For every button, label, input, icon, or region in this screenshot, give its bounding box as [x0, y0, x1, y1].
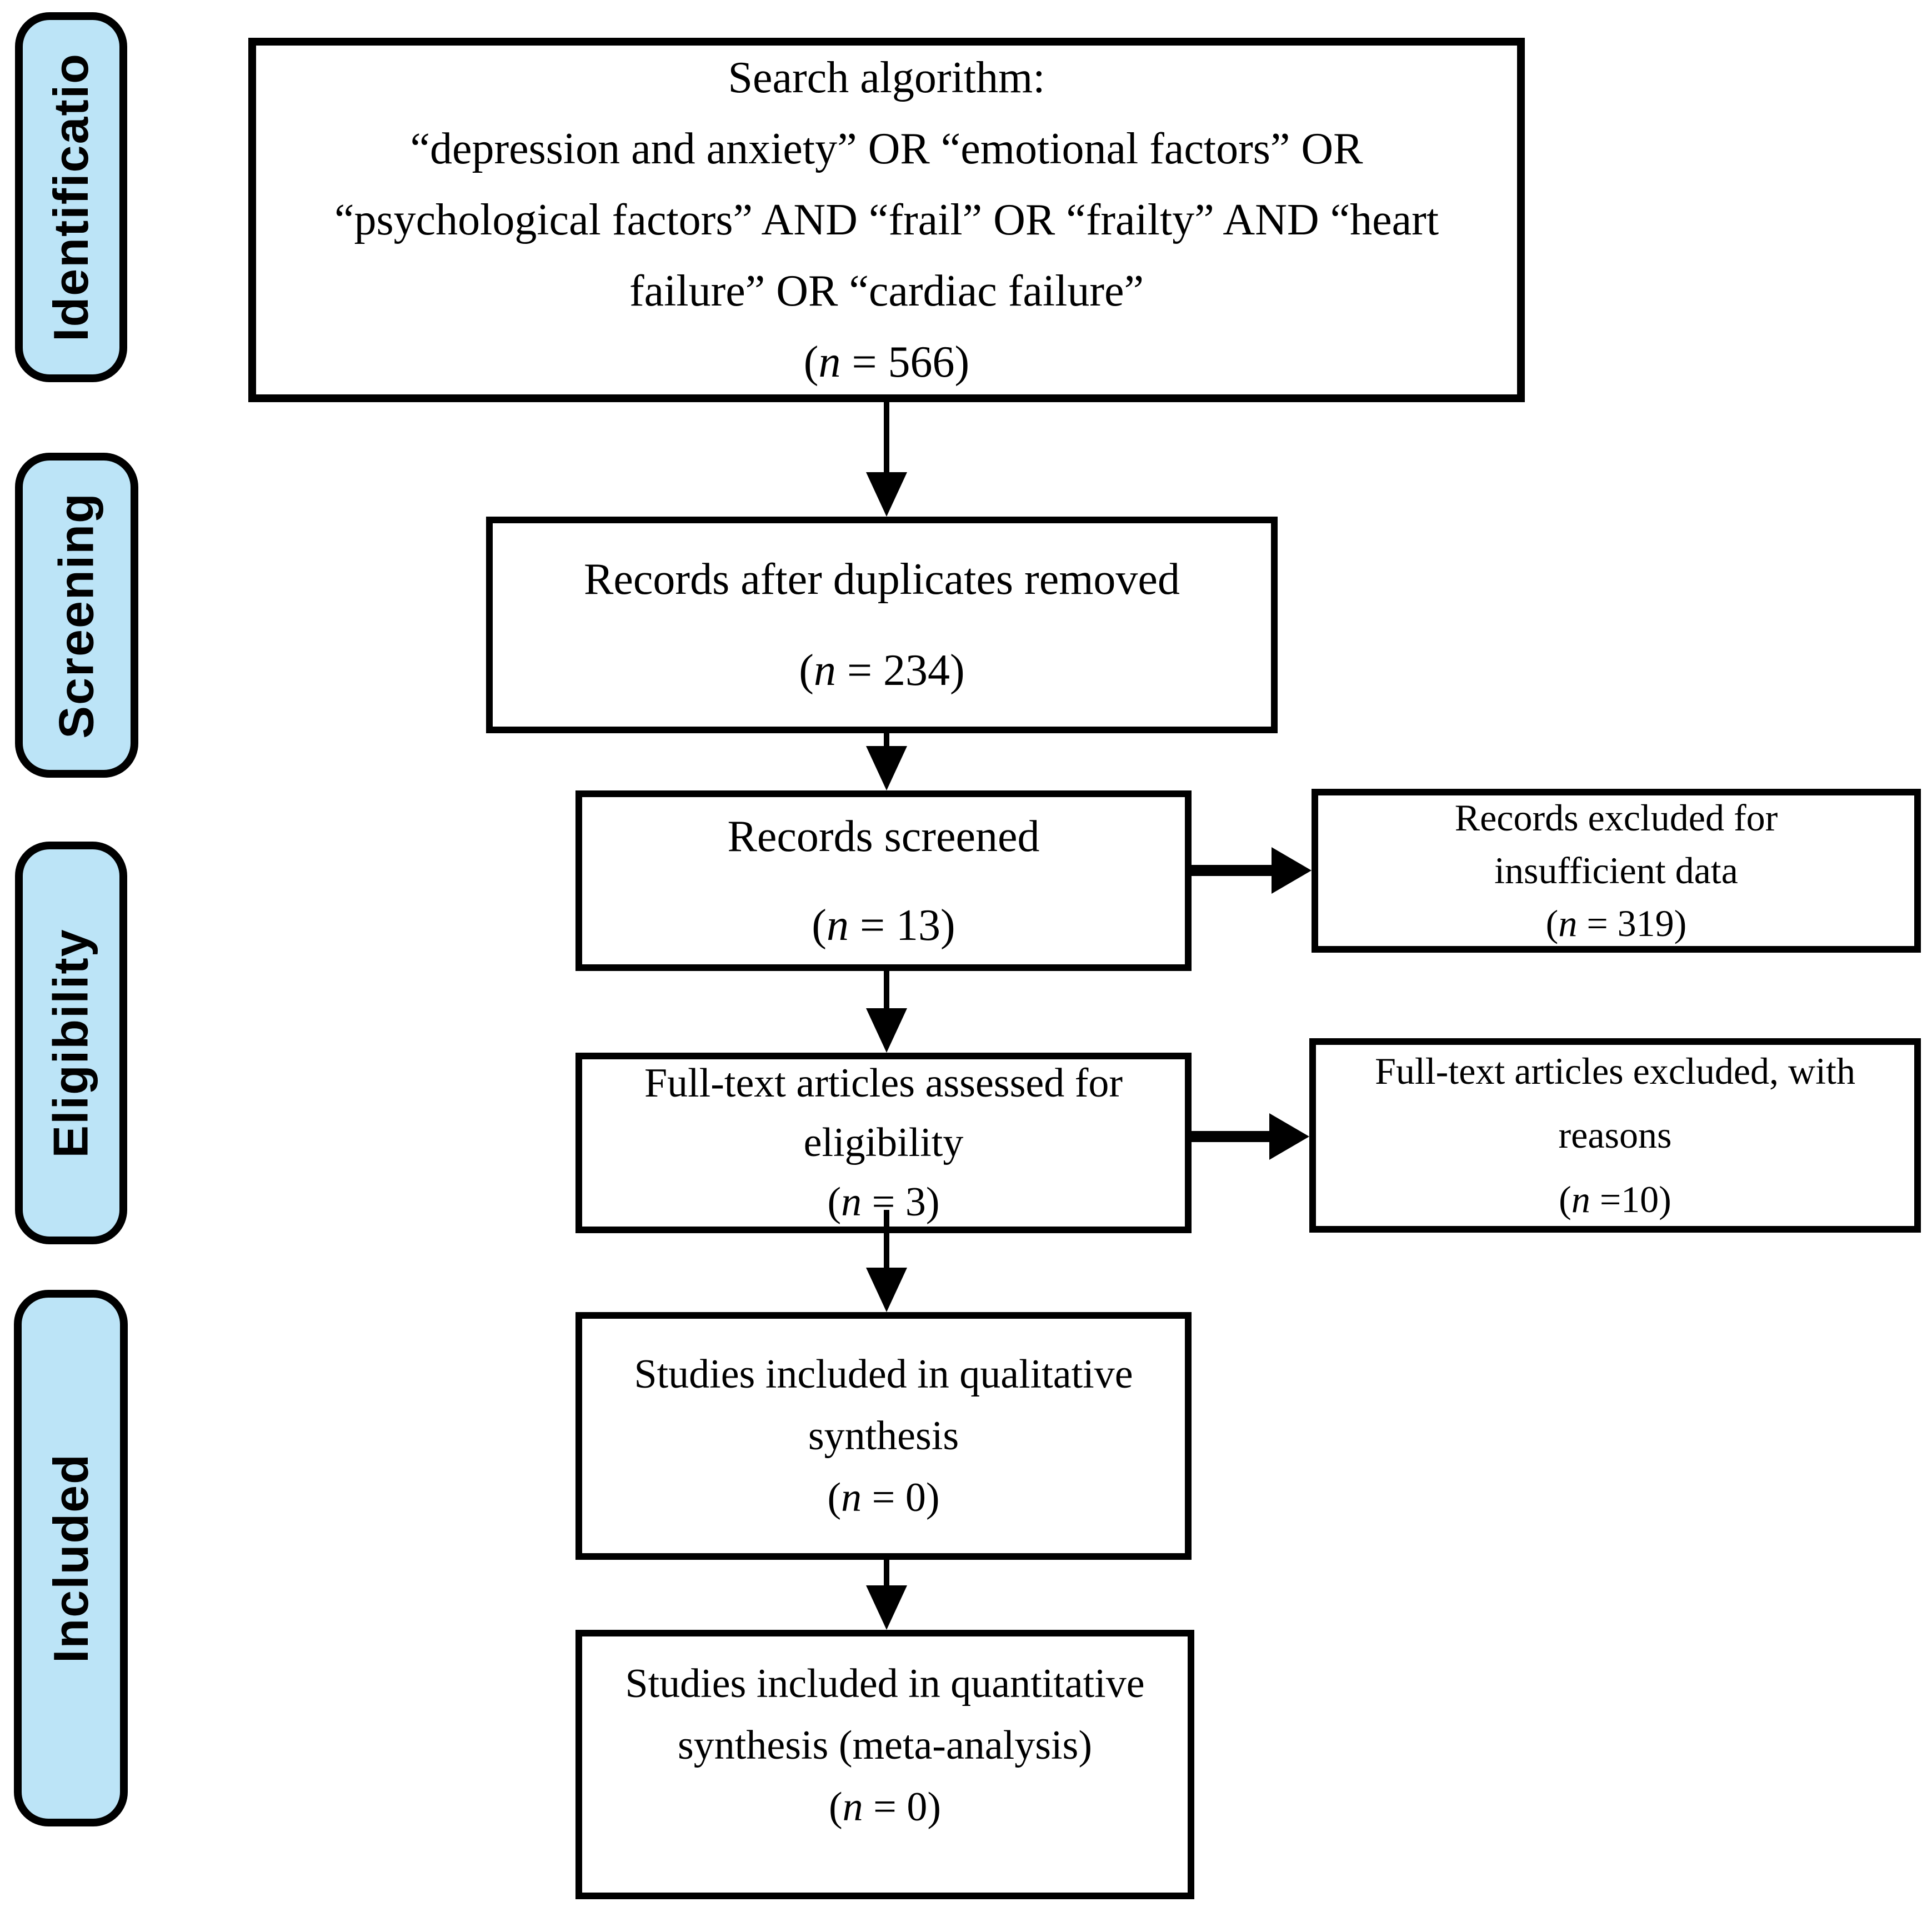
text-line: Full-text articles excluded, with: [1375, 1049, 1855, 1092]
arrow-fulltext-to-qualitative-head: [866, 1268, 907, 1312]
box-quantitative-synthesis: Studies included in quantitative synthesi…: [575, 1630, 1194, 1899]
arrow-qualitative-to-quantitative-head: [866, 1585, 907, 1630]
text-line: failure” OR “cardiac failure”: [629, 267, 1144, 316]
stage-label-eligibility: Eligibility: [43, 928, 98, 1158]
text-line: (n = 0): [828, 1784, 942, 1830]
text-line: (n = 234): [799, 646, 965, 695]
box-search-algorithm: Search algorithm: “depression and anxiety…: [248, 38, 1525, 402]
text-line: insufficient data: [1494, 849, 1738, 892]
text-line: eligibility: [803, 1119, 964, 1165]
arrow-fulltext-to-qualitative-stem: [884, 1210, 889, 1269]
text-line: Full-text articles assessed for: [644, 1060, 1123, 1106]
text-line: “psychological factors” AND “frail” OR “…: [334, 196, 1439, 244]
arrow-qualitative-to-quantitative-stem: [884, 1560, 889, 1588]
text-line: (n = 0): [827, 1474, 940, 1520]
stage-box-included: Included: [14, 1290, 128, 1826]
stage-label-identification: Identificatio: [43, 53, 99, 342]
text-line: Search algorithm:: [728, 53, 1045, 102]
text-line: (n = 3): [827, 1179, 940, 1225]
arrow-duplicates-to-screened-head: [866, 746, 907, 790]
box-records-excluded: Records excluded for insufficient data (n …: [1312, 789, 1921, 953]
box-records-after-duplicates: Records after duplicates removed (n = 234…: [486, 517, 1278, 733]
arrow-screened-to-excluded-stem: [1192, 865, 1275, 876]
arrow-screened-to-excluded-head: [1272, 847, 1312, 894]
text-line: Records excluded for: [1454, 796, 1778, 839]
arrow-fulltext-to-excluded-stem: [1192, 1131, 1273, 1142]
text-line: Studies included in qualitative: [634, 1351, 1133, 1397]
text-line: Studies included in quantitative: [625, 1661, 1145, 1706]
arrow-search-to-duplicates-stem: [884, 402, 889, 475]
arrow-screened-to-fulltext-stem: [884, 971, 889, 1010]
text-line: “depression and anxiety” OR “emotional f…: [410, 124, 1363, 173]
stage-box-screening: Screening: [15, 453, 138, 778]
text-line: (n = 566): [803, 338, 970, 387]
box-fulltext-excluded: Full-text articles excluded, with reasons…: [1309, 1038, 1921, 1233]
stage-box-identification: Identificatio: [15, 12, 127, 382]
text-line: Records screened: [727, 812, 1040, 861]
text-line: Records after duplicates removed: [584, 555, 1180, 604]
stage-label-included: Included: [43, 1453, 98, 1663]
text-line: reasons: [1558, 1114, 1672, 1157]
arrow-duplicates-to-screened-stem: [884, 733, 889, 750]
text-line: synthesis: [808, 1413, 959, 1459]
arrow-fulltext-to-excluded-head: [1269, 1113, 1309, 1160]
text-line: (n = 319): [1545, 902, 1687, 945]
box-records-screened: Records screened (n = 13): [575, 790, 1192, 971]
text-line: (n =10): [1559, 1178, 1671, 1220]
stage-box-eligibility: Eligibility: [15, 842, 127, 1244]
box-qualitative-synthesis: Studies included in qualitative synthesis…: [575, 1312, 1192, 1560]
text-line: (n = 13): [812, 900, 955, 950]
box-fulltext-assessed: Full-text articles assessed for eligibili…: [575, 1053, 1192, 1233]
text-line: synthesis (meta-analysis): [678, 1723, 1092, 1768]
arrow-search-to-duplicates-head: [866, 472, 907, 517]
stage-label-screening: Screening: [49, 492, 104, 739]
arrow-screened-to-fulltext-head: [866, 1008, 907, 1053]
